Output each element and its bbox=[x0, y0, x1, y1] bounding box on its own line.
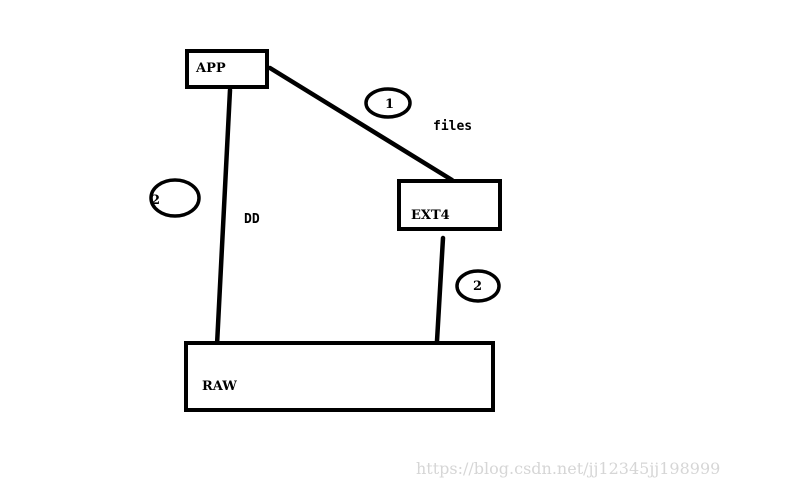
edge-app-to-raw bbox=[214, 87, 233, 348]
node-app-label: APP bbox=[195, 61, 226, 76]
step-2-right-ellipse bbox=[455, 269, 501, 303]
edge-label-files: files bbox=[433, 119, 472, 134]
step-1-label: 1 bbox=[385, 97, 394, 112]
edge-label-dd: DD bbox=[244, 212, 260, 227]
node-ext4-label: EXT4 bbox=[411, 208, 450, 223]
step-1-ellipse bbox=[364, 87, 412, 119]
edge-ext4-to-raw bbox=[434, 235, 446, 344]
step-2-left-label: 2 bbox=[151, 193, 160, 208]
watermark-text: https://blog.csdn.net/jj12345jj198999 bbox=[416, 459, 720, 478]
node-raw-box bbox=[184, 341, 495, 412]
node-ext4-box bbox=[397, 179, 502, 231]
step-2-right-label: 2 bbox=[473, 279, 482, 294]
step-2-left-ellipse bbox=[149, 178, 201, 218]
node-app-box bbox=[185, 49, 269, 89]
node-raw-label: RAW bbox=[202, 379, 237, 394]
edge-app-to-ext4 bbox=[267, 65, 455, 183]
